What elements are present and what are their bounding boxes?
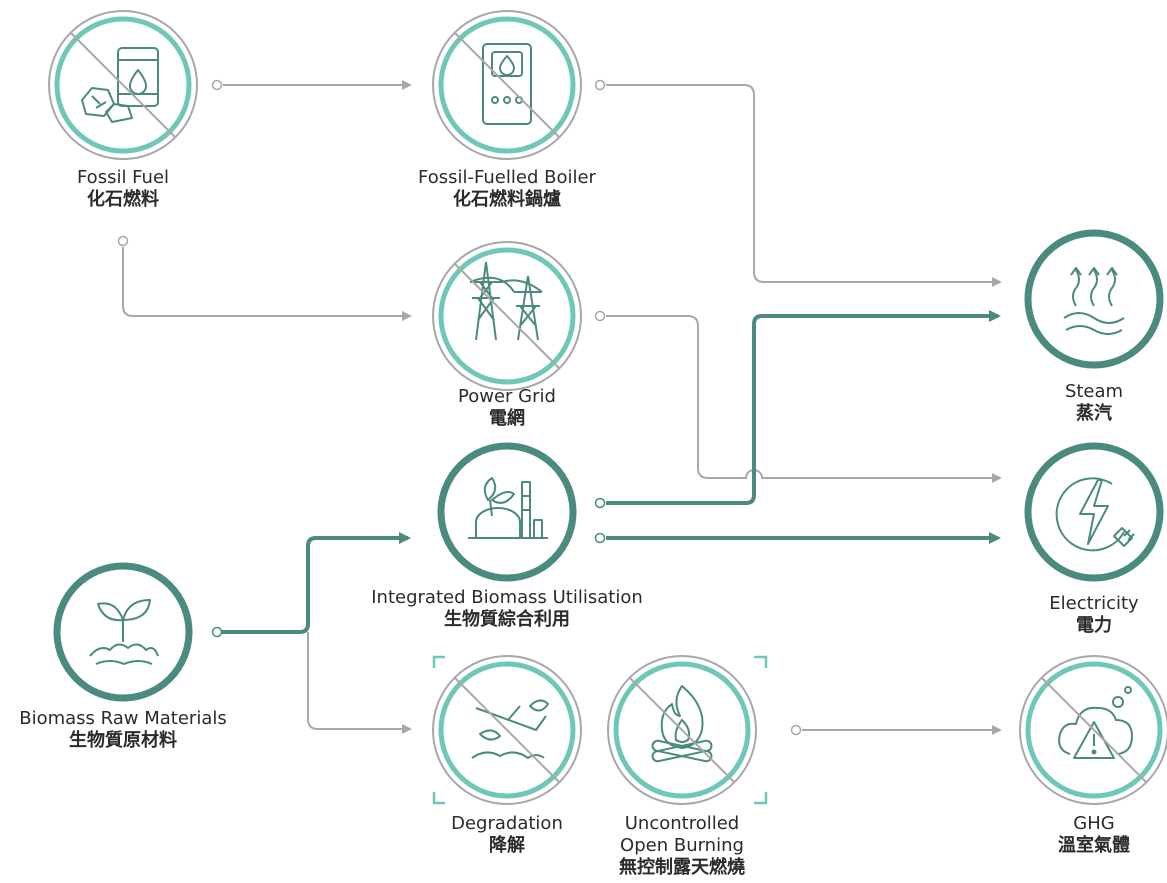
biomass-utilisation-label: Integrated Biomass Utilisation 生物質綜合利用 [347, 587, 667, 631]
cross-out-line [454, 32, 560, 138]
ghg-label-zh: 溫室氣體 [1058, 835, 1130, 856]
fossil-fuel-label-en: Fossil Fuel [76, 167, 170, 188]
sprout-icon [89, 599, 159, 665]
grey-connector-dots [117, 79, 802, 736]
biomass-to-utilisation-arrow [222, 532, 411, 634]
degradation-label: Degradation 降解 [427, 813, 587, 857]
fossil-fuel-to-power-grid-arrow [122, 247, 412, 321]
oil-barrel-coal-icon [81, 47, 159, 123]
biomass-to-degradation-arrow [307, 632, 412, 734]
negative-pathway-bracket [432, 655, 768, 805]
boiler-node [432, 10, 582, 160]
biomass-utilisation-label-zh: 生物質綜合利用 [444, 609, 570, 630]
power-grid-label: Power Grid 電網 [407, 386, 607, 430]
fossil-fuel-node [48, 10, 198, 160]
degradation-label-en: Degradation [451, 813, 563, 834]
biomass-raw-node [53, 562, 193, 702]
open-burning-label-zh: 無控制露天燃燒 [619, 857, 745, 878]
electricity-label-zh: 電力 [1076, 615, 1112, 636]
open-burning-node [607, 655, 757, 805]
electricity-node [1024, 442, 1164, 582]
steam-label-en: Steam [1064, 381, 1124, 402]
steam-node [1024, 229, 1164, 369]
degradation-label-zh: 降解 [489, 835, 525, 856]
degradation-node [432, 655, 582, 805]
fossil-fuel-label-zh: 化石燃料 [87, 189, 159, 210]
grey-connectors [122, 80, 1002, 735]
biomass-utilisation-node [437, 442, 577, 582]
open-burning-label-en2: Open Burning [620, 835, 744, 856]
cross-out-line [629, 677, 735, 783]
power-grid-to-electricity-arrow [606, 315, 1002, 483]
ghg-node [1019, 655, 1167, 805]
power-grid-label-zh: 電網 [489, 408, 525, 429]
power-grid-label-en: Power Grid [458, 386, 556, 407]
teal-connectors [222, 310, 1001, 634]
steam-label: Steam 蒸汽 [1034, 381, 1154, 425]
lightning-plug-icon [1055, 477, 1135, 552]
cross-out-line [1041, 677, 1147, 783]
steam-waves-icon [1063, 267, 1125, 335]
fossil-fuel-label: Fossil Fuel 化石燃料 [23, 167, 223, 211]
teal-connector-dots [211, 497, 606, 638]
cross-out-line [454, 263, 560, 369]
ghg-label: GHG 溫室氣體 [1034, 813, 1154, 857]
steam-label-zh: 蒸汽 [1076, 403, 1112, 424]
electricity-label: Electricity 電力 [1024, 593, 1164, 637]
open-burning-label: Uncontrolled Open Burning 無控制露天燃燒 [592, 813, 772, 879]
biomass-raw-label-en: Biomass Raw Materials [19, 708, 227, 729]
biomass-utilisation-label-en: Integrated Biomass Utilisation [371, 587, 643, 608]
cross-out-line [70, 32, 176, 138]
biomass-raw-label-zh: 生物質原材料 [69, 730, 177, 751]
boiler-to-steam-arrow [606, 84, 1002, 287]
electricity-label-en: Electricity [1049, 593, 1139, 614]
biomass-raw-label: Biomass Raw Materials 生物質原材料 [3, 708, 243, 752]
fire-icon [651, 685, 713, 763]
boiler-label-en: Fossil-Fuelled Boiler [418, 167, 596, 188]
open-burning-label-en1: Uncontrolled [624, 813, 740, 834]
boiler-label-zh: 化石燃料鍋爐 [453, 189, 561, 210]
cross-out-line [454, 677, 560, 783]
biomass-plant-icon [468, 477, 548, 539]
power-grid-node [432, 241, 582, 391]
utilisation-to-steam-arrow [606, 310, 1001, 505]
decay-leaves-icon [471, 699, 549, 759]
boiler-label: Fossil-Fuelled Boiler 化石燃料鍋爐 [377, 167, 637, 211]
boiler-icon [482, 43, 532, 125]
ghg-label-en: GHG [1073, 813, 1115, 834]
